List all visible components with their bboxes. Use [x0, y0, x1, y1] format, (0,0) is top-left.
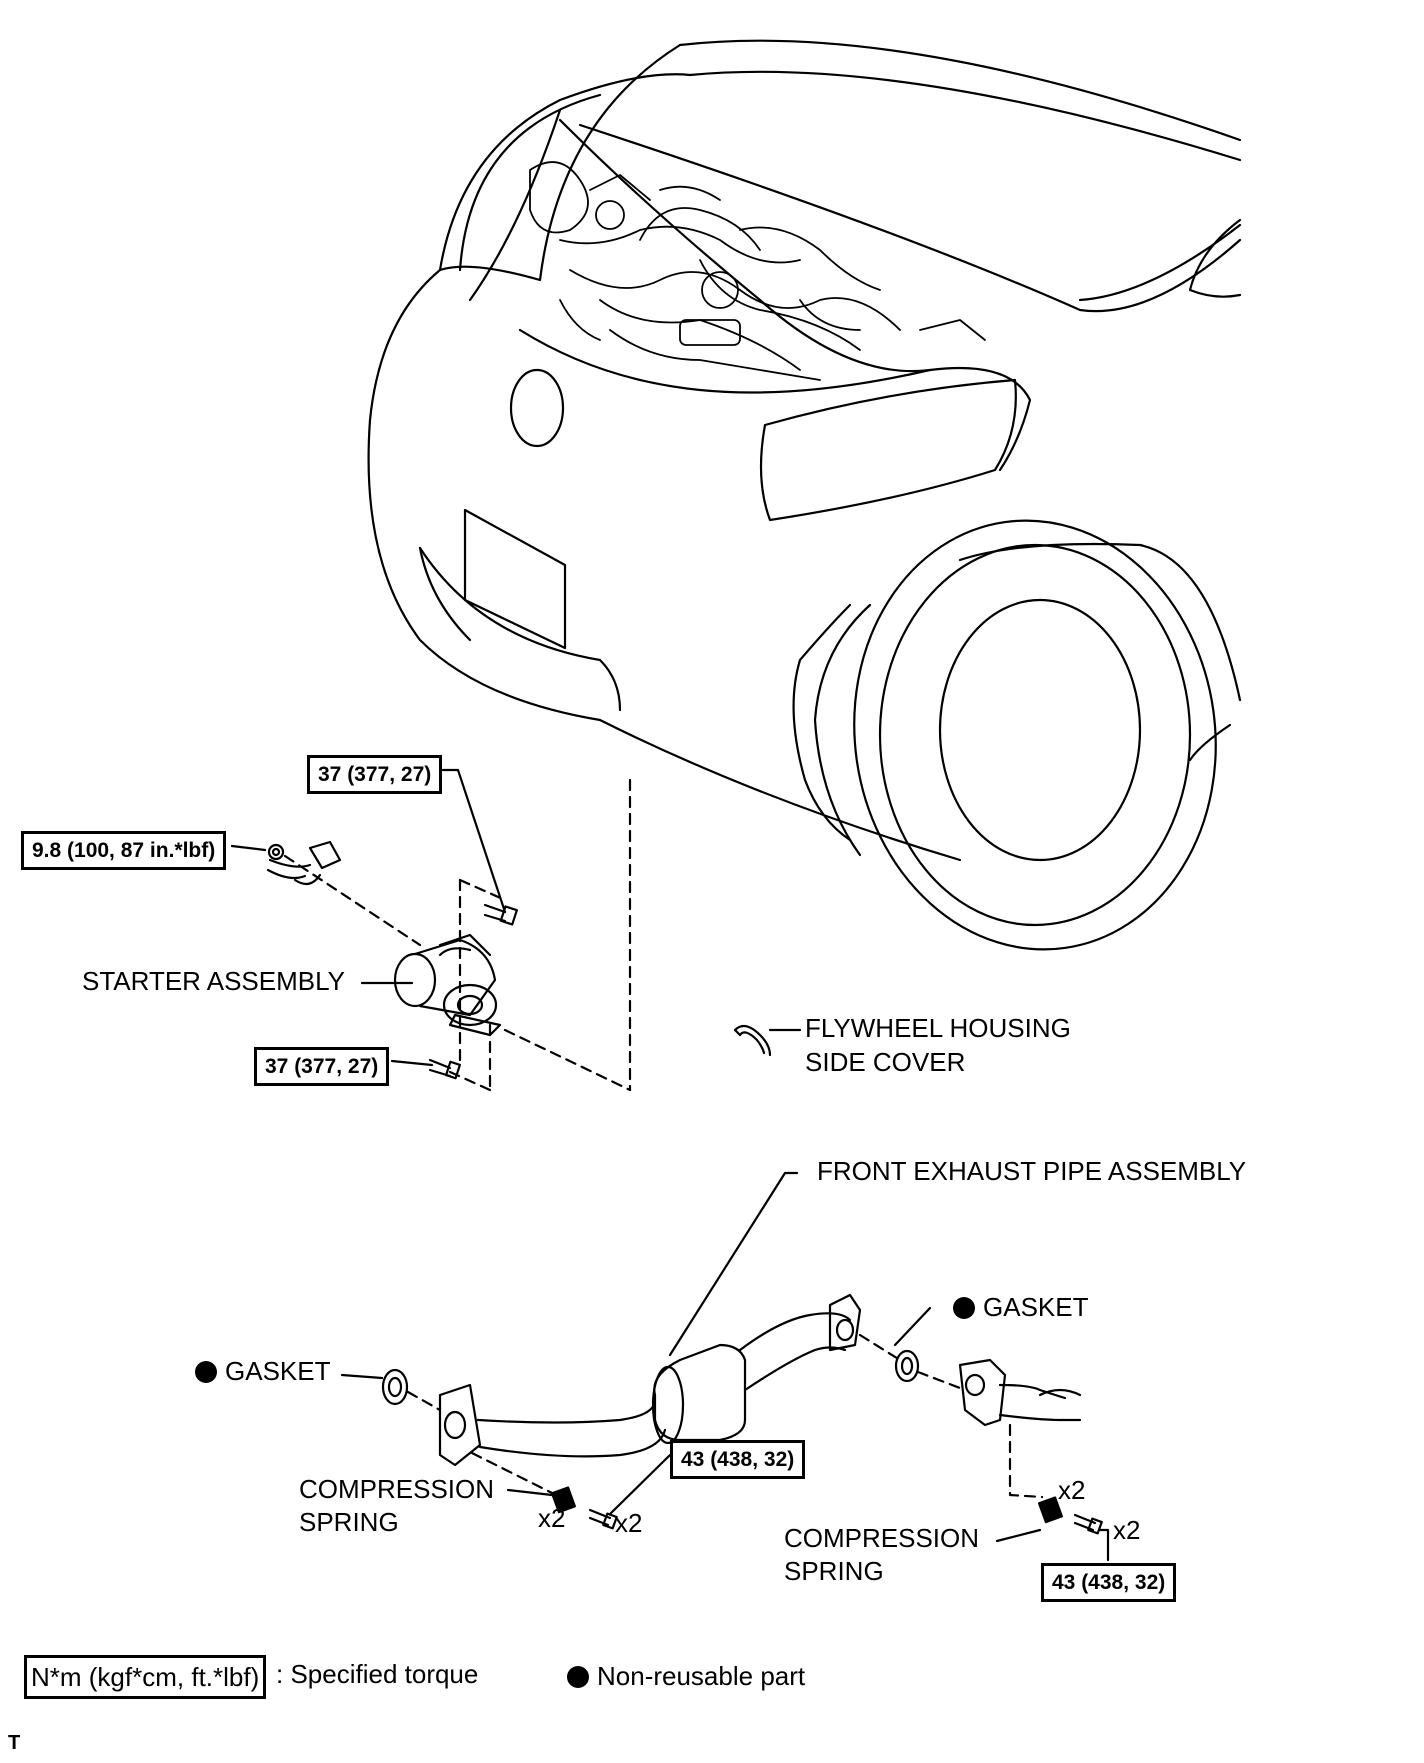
non-reusable-dot-icon: [567, 1666, 589, 1688]
torque-exhaust-bolt-left: 43 (438, 32): [670, 1440, 806, 1479]
torque-starter-lower-bolt: 37 (377, 27): [254, 1047, 390, 1086]
flywheel-cover-part: [733, 1024, 772, 1057]
legend-torque-unit: N*m (kgf*cm, ft.*lbf): [24, 1655, 267, 1699]
torque-exhaust-bolt-right: 43 (438, 32): [1041, 1563, 1177, 1602]
compression-spring-right-line1: COMPRESSION: [784, 1523, 980, 1553]
compression-spring-left-line1: COMPRESSION: [299, 1474, 495, 1504]
footer-code: T: [8, 1732, 21, 1754]
starter-dash-lines: [283, 778, 632, 1092]
vehicle-body: [367, 39, 1242, 951]
leader-lines: [230, 768, 1110, 1562]
non-reusable-dot-icon: [195, 1361, 217, 1383]
torque-terminal-nut: 9.8 (100, 87 in.*lbf): [21, 831, 227, 870]
gasket-left-label: GASKET: [195, 1356, 330, 1387]
torque-starter-upper-bolt: 37 (377, 27): [307, 755, 443, 794]
flywheel-cover-label-line1: FLYWHEEL HOUSING: [805, 1013, 1071, 1043]
legend-nonreusable-text: Non-reusable part: [597, 1661, 806, 1691]
engine-bay: [529, 161, 986, 381]
legend-nonreusable: Non-reusable part: [567, 1661, 805, 1692]
qty-bolt-left: x2: [615, 1508, 643, 1538]
qty-bolt-right: x2: [1113, 1515, 1141, 1545]
exhaust-dash-lines: [406, 1333, 1044, 1499]
legend-torque-text: : Specified torque: [276, 1659, 479, 1689]
gasket-right-label: GASKET: [953, 1292, 1088, 1323]
starter-assembly-label: STARTER ASSEMBLY: [82, 966, 345, 996]
exhaust-pipe-part: [381, 1293, 1103, 1535]
gasket-right-text: GASKET: [983, 1292, 1089, 1322]
gasket-left-text: GASKET: [225, 1356, 331, 1386]
compression-spring-left-line2: SPRING: [299, 1507, 399, 1537]
qty-spring-right: x2: [1058, 1475, 1086, 1505]
flywheel-cover-label-line2: SIDE COVER: [805, 1047, 966, 1077]
compression-spring-right-line2: SPRING: [784, 1556, 884, 1586]
front-exhaust-pipe-label: FRONT EXHAUST PIPE ASSEMBLY: [817, 1156, 1247, 1186]
starter-hardware: [266, 840, 518, 1080]
non-reusable-dot-icon: [953, 1297, 975, 1319]
qty-spring-left: x2: [538, 1503, 566, 1533]
